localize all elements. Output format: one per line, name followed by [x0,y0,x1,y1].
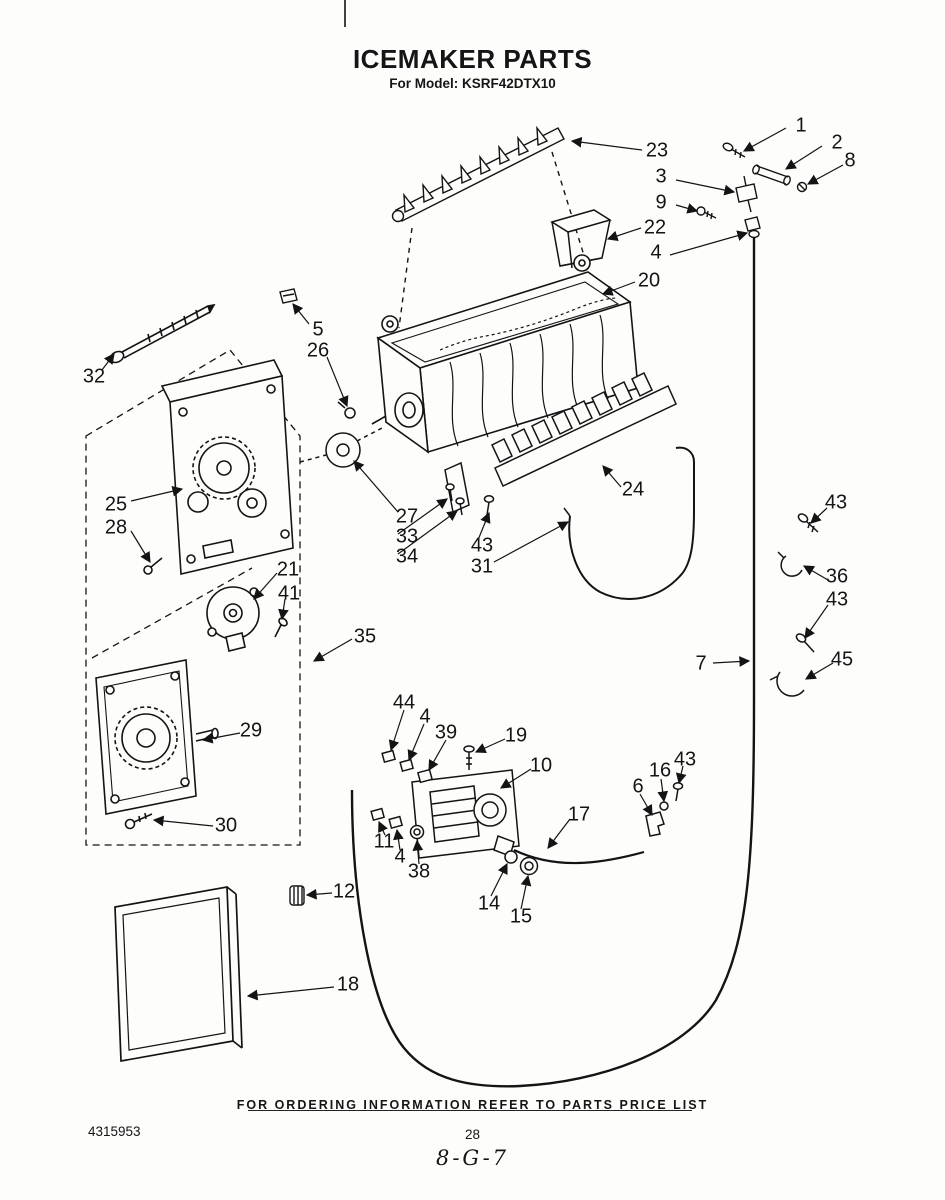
doc-number: 4315953 [88,1124,141,1139]
motor [206,586,288,652]
grommet [289,885,305,906]
page-title: ICEMAKER PARTS [352,44,593,74]
ordering-note: FOR ORDERING INFORMATION REFER TO PARTS … [236,1098,709,1112]
dashed-enclosure [85,349,301,846]
wiring-harness [563,446,695,600]
footer-rule [248,1110,692,1111]
module-housing [143,359,294,575]
small-clip [279,288,298,304]
water-tube [350,229,760,1088]
page-number: 28 [464,1127,481,1142]
model-subtitle: For Model: KSRF42DTX10 [389,76,556,91]
ejector-comb [491,371,677,488]
support-plate [95,659,219,830]
leader-lines [101,127,844,1001]
ice-stripper-comb [391,125,587,329]
water-valve [370,745,684,876]
tube-clamps [769,513,819,697]
plate-code: 8-G-7 [435,1146,510,1170]
mold-body [371,254,639,454]
long-mounting-screw [109,303,216,364]
inlet-fittings [696,142,808,239]
access-panel [114,885,243,1063]
